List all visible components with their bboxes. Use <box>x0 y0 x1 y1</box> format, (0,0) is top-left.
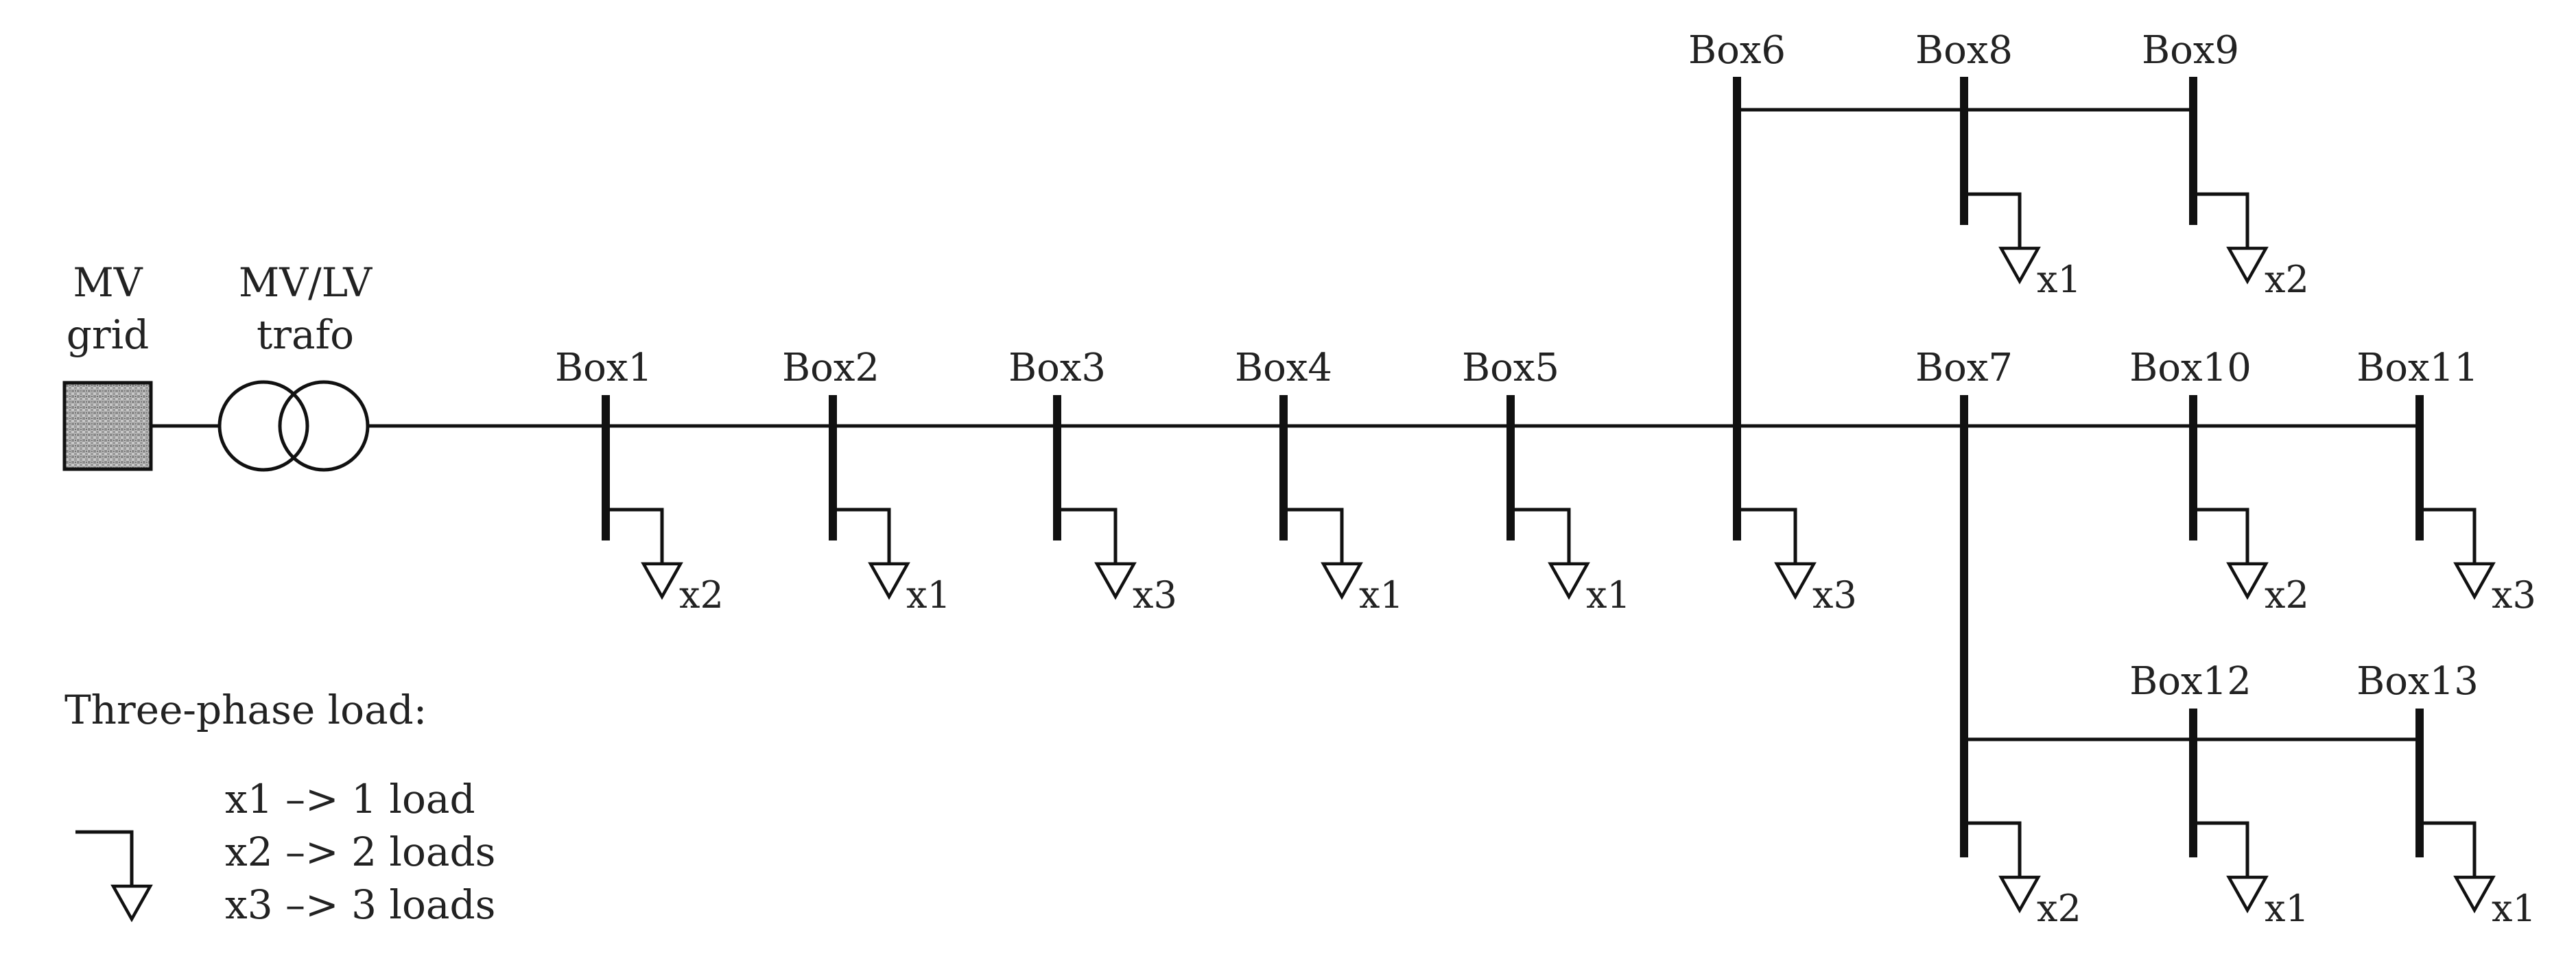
load-icon <box>1321 562 1363 600</box>
box12-label: Box12 <box>2129 659 2252 704</box>
box1-label: Box1 <box>555 346 652 390</box>
load-multiplier-label: x1 <box>1586 573 1631 617</box>
box3-label: Box3 <box>1008 346 1106 390</box>
load-connector <box>1737 508 1797 564</box>
load-connector <box>1057 508 1118 564</box>
load-box13: x1 <box>2420 821 2536 930</box>
mv-grid-label-line1: MV <box>73 259 143 306</box>
load-icon <box>2226 246 2269 285</box>
box7-label: Box7 <box>1915 346 2013 390</box>
load-box5: x1 <box>1511 508 1631 617</box>
load-icon <box>2453 562 2496 600</box>
load-connector <box>1964 821 2022 877</box>
box10-label: Box10 <box>2129 346 2252 390</box>
load-icon <box>641 562 683 600</box>
load-multiplier-label: x3 <box>1133 573 1177 617</box>
box11-label: Box11 <box>2356 346 2479 390</box>
load-multiplier-label: x2 <box>679 573 724 617</box>
load-icon <box>2226 562 2269 600</box>
load-icon <box>1094 562 1137 600</box>
load-box6: x3 <box>1737 508 1857 617</box>
load-icon <box>1998 246 2041 285</box>
load-box4: x1 <box>1284 508 1404 617</box>
load-icon <box>2226 875 2269 914</box>
load-icon <box>1548 562 1590 600</box>
load-connector <box>1284 508 1344 564</box>
transformer-winding-primary-icon <box>217 380 309 472</box>
load-multiplier-label: x1 <box>2492 887 2536 930</box>
mv-grid-icon <box>62 381 153 471</box>
load-connector <box>606 508 664 564</box>
load-icon <box>1998 875 2041 914</box>
legend-load-icon <box>110 884 153 923</box>
load-multiplier-label: x1 <box>2265 887 2309 930</box>
box9-label: Box9 <box>2142 28 2239 73</box>
legend: Three-phase load: x1 –> 1 load x2 –> 2 l… <box>64 687 495 928</box>
load-multiplier-label: x3 <box>2492 573 2536 617</box>
load-connector <box>2193 821 2249 877</box>
trafo-label-line2: trafo <box>257 311 354 358</box>
load-multiplier-label: x1 <box>2037 258 2081 301</box>
load-multiplier-label: x1 <box>1359 573 1404 617</box>
mv-grid-source: MV grid <box>62 259 153 471</box>
load-box7: x2 <box>1964 821 2081 930</box>
box5-label: Box5 <box>1462 346 1559 390</box>
load-box2: x1 <box>833 508 951 617</box>
load-connector <box>2193 192 2249 248</box>
load-box9: x2 <box>2193 192 2309 301</box>
load-box10: x2 <box>2193 508 2309 617</box>
load-multiplier-label: x3 <box>1812 573 1857 617</box>
load-connector <box>2420 508 2477 564</box>
load-multiplier-label: x2 <box>2265 258 2309 301</box>
trafo-label-line1: MV/LV <box>239 259 373 306</box>
legend-item-x2: x2 –> 2 loads <box>225 829 495 875</box>
box4-label: Box4 <box>1235 346 1332 390</box>
load-connector <box>1511 508 1571 564</box>
legend-item-x3: x3 –> 3 loads <box>225 881 495 928</box>
load-icon <box>868 562 910 600</box>
mv-lv-transformer: MV/LV trafo <box>217 259 373 472</box>
load-connector <box>2193 508 2249 564</box>
load-connector <box>833 508 891 564</box>
load-box1: x2 <box>606 508 724 617</box>
box8-label: Box8 <box>1915 28 2013 73</box>
load-multiplier-label: x2 <box>2265 573 2309 617</box>
busbars <box>602 77 2424 857</box>
load-icon <box>1774 562 1817 600</box>
load-box11: x3 <box>2420 508 2536 617</box>
legend-load-connector <box>75 830 134 886</box>
load-connector <box>1964 192 2022 248</box>
box-labels: Box1 Box2 Box3 Box4 Box5 Box6 Box7 Box8 … <box>555 28 2479 704</box>
load-box3: x3 <box>1057 508 1177 617</box>
box13-label: Box13 <box>2356 659 2479 704</box>
load-connector <box>2420 821 2477 877</box>
transformer-winding-secondary-icon <box>278 380 370 472</box>
load-icon <box>2453 875 2496 914</box>
load-box8: x1 <box>1964 192 2081 301</box>
legend-item-x1: x1 –> 1 load <box>225 776 475 822</box>
load-box12: x1 <box>2193 821 2309 930</box>
box2-label: Box2 <box>782 346 879 390</box>
load-multiplier-label: x1 <box>906 573 951 617</box>
mv-grid-label-line2: grid <box>67 311 150 358</box>
legend-title: Three-phase load: <box>64 687 427 733</box>
load-multiplier-label: x2 <box>2037 887 2081 930</box>
box6-label: Box6 <box>1688 28 1786 73</box>
